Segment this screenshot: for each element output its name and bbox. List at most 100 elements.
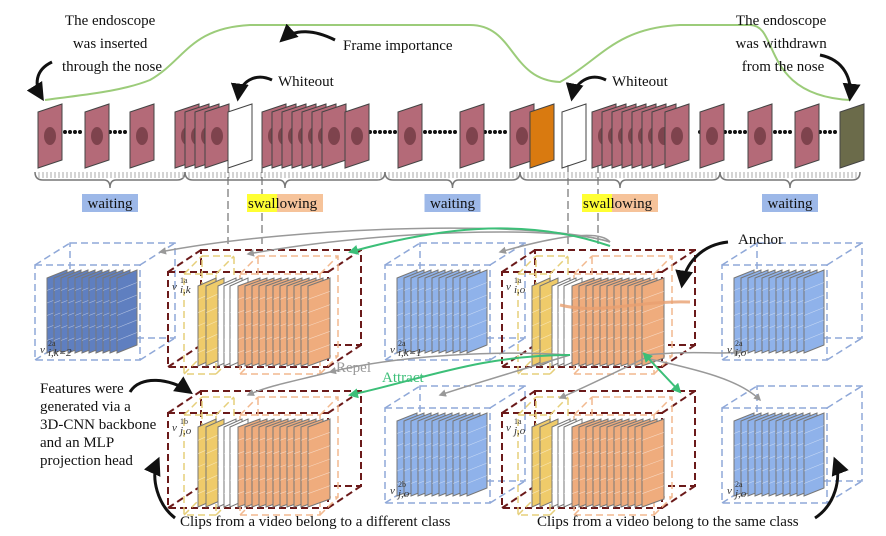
slice-grid [641, 445, 665, 454]
frame-dot [63, 130, 67, 134]
slice-grid [307, 317, 331, 327]
slice-grid [116, 282, 138, 291]
feature-cubes [34, 242, 863, 516]
edge [183, 355, 203, 375]
edge [215, 396, 235, 416]
phase-brace [719, 171, 861, 189]
frame-dot [388, 130, 392, 134]
waiting-highlight [762, 194, 818, 212]
frame-dot [433, 130, 437, 134]
phase-label: waiting [430, 196, 475, 212]
feature-subscript: i,k [180, 284, 192, 296]
slice-grid [803, 425, 825, 434]
inserted-text: The endoscope was inserted through the n… [62, 13, 162, 75]
frame-lumen [91, 127, 103, 145]
feature-superscript: 2a [735, 339, 743, 348]
phase-brace [184, 171, 386, 189]
edge [327, 485, 362, 509]
phase-brace [34, 171, 186, 189]
feature-symbol: v [506, 281, 511, 293]
frame-dot [448, 130, 452, 134]
box-row2-right-orange-slices [571, 418, 665, 508]
edge [489, 480, 526, 504]
slice-grid [466, 282, 488, 291]
same-class-caption: Clips from a video belong to the same cl… [537, 514, 799, 530]
edge [239, 255, 259, 275]
slice-grid [803, 462, 825, 472]
edge [517, 396, 537, 416]
phase-label-a: swal [583, 196, 611, 212]
edge [319, 355, 339, 375]
feature-superscript: 2a [48, 339, 56, 348]
slice-grid [307, 445, 331, 454]
attract-label: Attract [382, 370, 424, 386]
edge [167, 344, 202, 368]
repel-arrow [246, 371, 331, 396]
edge [573, 396, 593, 416]
phase-label: swallowing [583, 196, 653, 212]
edge [517, 255, 537, 275]
edge [183, 255, 203, 275]
frame-dot [783, 130, 787, 134]
phase-waiting: waiting [384, 171, 521, 212]
slice-grid [466, 450, 488, 459]
edge [517, 355, 537, 375]
slice-grid [116, 319, 138, 329]
relation-arrows [158, 227, 762, 402]
feature-symbol: v [172, 281, 177, 293]
slice-grid [803, 307, 825, 316]
repel-arrow [558, 357, 646, 400]
slice-grid [803, 437, 825, 447]
feature-subscript: j,o [178, 425, 192, 437]
edge [549, 255, 569, 275]
phase-label: swallowing [248, 196, 318, 212]
phase-brace [519, 171, 721, 189]
whiteout-label-2: Whiteout [612, 74, 669, 90]
front-face [384, 407, 491, 504]
slice-grid [641, 291, 665, 300]
frame-dot [123, 130, 127, 134]
frame-dot [68, 130, 72, 134]
frame-strip [37, 103, 865, 244]
edge [183, 496, 203, 516]
slice-grid [641, 331, 665, 340]
inserted-arrow [26, 60, 53, 102]
frame-dot [113, 130, 117, 134]
slice-grid [307, 291, 331, 300]
frame-importance-curve [44, 24, 851, 101]
feature-symbol: v [390, 485, 395, 497]
frame-dot [823, 130, 827, 134]
phase-label-a: swal [248, 196, 276, 212]
phase-label-b: lowing [276, 196, 318, 212]
frame-dot [828, 130, 832, 134]
frame-lumen [754, 127, 766, 145]
frame-dot [733, 130, 737, 134]
edge [319, 396, 339, 416]
feature-symbol: v [727, 344, 732, 356]
frame-lumen [516, 127, 528, 145]
withdrawn-arrow [819, 53, 861, 102]
swallow-highlight-a [582, 194, 612, 212]
frame-dot [438, 130, 442, 134]
endoscope-frame [794, 103, 820, 169]
frame-dot [423, 130, 427, 134]
feature-subscript: j,o [512, 425, 526, 437]
feature-symbol: v [172, 422, 177, 434]
slice-grid [641, 344, 665, 353]
cube-row1-blue-left-slices [46, 269, 138, 354]
slice-grid [307, 344, 331, 353]
feature-symbol: v [506, 422, 511, 434]
edge [826, 385, 863, 409]
edge [661, 485, 696, 509]
endoscope-frame [204, 103, 230, 169]
frame-dot [488, 130, 492, 134]
front-face [167, 271, 329, 368]
whiteout-arrow-1 [230, 75, 273, 102]
phase-label: waiting [88, 196, 133, 212]
edge [501, 485, 536, 509]
